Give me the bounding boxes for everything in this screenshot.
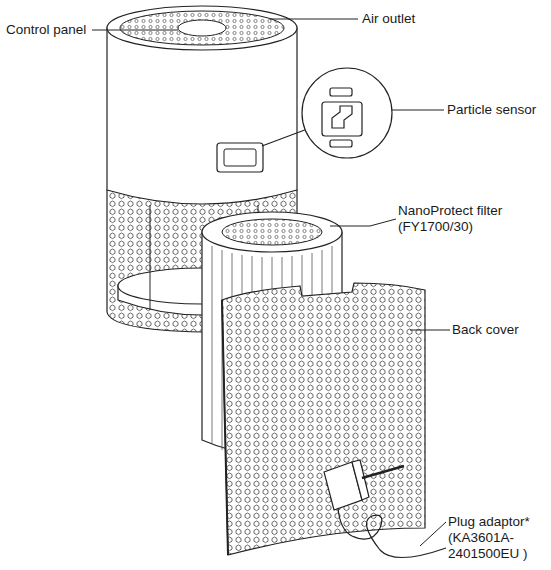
leader-line xyxy=(92,30,178,31)
magnifier-leader xyxy=(262,128,310,146)
part-label: Plug adaptor* (KA3601A- 2401500EU ) xyxy=(448,514,540,562)
sensor-part xyxy=(330,140,352,147)
adaptor-plug-tip xyxy=(362,466,404,478)
leader-line xyxy=(410,330,450,331)
part-label: Control panel xyxy=(6,22,96,38)
cover-panel xyxy=(222,283,425,555)
adaptor-side xyxy=(352,460,369,500)
sensor-window xyxy=(217,143,263,172)
filter-top xyxy=(202,212,342,252)
part-label: Air outlet xyxy=(362,11,452,27)
sensor-part xyxy=(322,102,362,136)
part-label: NanoProtect filter (FY1700/30) xyxy=(398,203,520,235)
leader-line xyxy=(420,522,446,546)
inner-rib xyxy=(150,205,151,310)
plug-adaptor xyxy=(324,460,446,558)
leader-lines xyxy=(92,19,450,546)
air-outlet-grille xyxy=(120,11,284,45)
leader-line xyxy=(330,219,396,226)
part-label: Particle sensor xyxy=(447,102,551,118)
sensor-part xyxy=(330,88,352,96)
leader-line xyxy=(270,19,358,20)
sensor-inner xyxy=(224,149,256,166)
cover-edge xyxy=(222,300,228,555)
sensor-magnifier xyxy=(262,68,392,158)
part-label: Back cover xyxy=(452,322,547,338)
adaptor-cord xyxy=(338,508,446,558)
control-panel-disc xyxy=(178,20,226,36)
sensor-part xyxy=(332,106,352,128)
leader-line xyxy=(392,110,444,111)
filter-core xyxy=(222,219,322,245)
back-cover xyxy=(222,283,425,555)
upper-housing xyxy=(107,28,297,204)
magnifier-circle xyxy=(302,68,392,158)
top-rim xyxy=(107,6,297,50)
